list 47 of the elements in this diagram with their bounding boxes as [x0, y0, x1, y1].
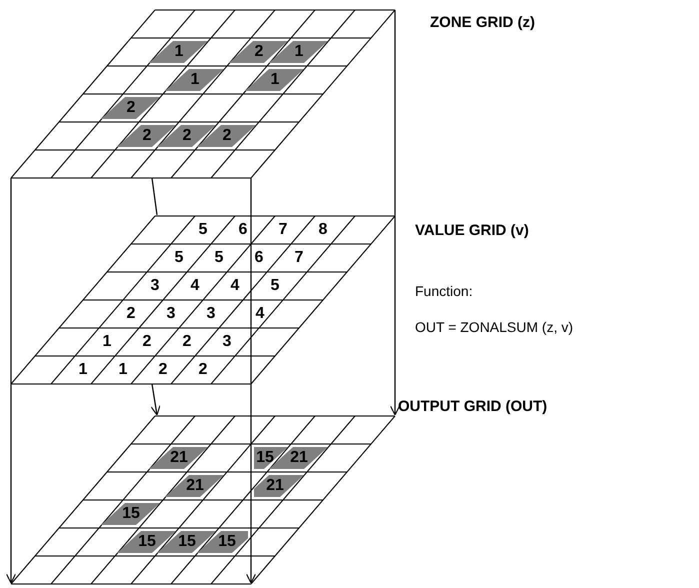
- grid-number: 6: [253, 249, 265, 267]
- grid-number: 5: [173, 249, 185, 267]
- projection-arrow: [150, 384, 161, 416]
- shaded-cell: 1: [269, 41, 328, 63]
- shaded-cell: 2: [197, 125, 256, 147]
- grid-number: 1: [77, 361, 89, 379]
- grid-number: 7: [277, 221, 289, 239]
- grid-title: VALUE GRID (v): [415, 222, 529, 240]
- grid-number: 5: [213, 249, 225, 267]
- grid-number: 6: [237, 221, 249, 239]
- projection-arrow: [6, 178, 16, 584]
- shaded-cell: 21: [165, 475, 224, 497]
- grid-number: 4: [189, 277, 201, 295]
- shaded-cell: 15: [101, 503, 160, 525]
- shaded-cell: 1: [245, 69, 304, 91]
- shaded-cell: 21: [254, 475, 304, 497]
- grid-number: 8: [317, 221, 329, 239]
- shaded-cell: 21: [149, 447, 208, 469]
- projection-arrow: [390, 10, 400, 416]
- grid-number: 3: [149, 277, 161, 295]
- grid-title: OUTPUT GRID (OUT): [398, 398, 548, 416]
- grid-number: 3: [221, 333, 233, 351]
- grid-number: 2: [181, 333, 193, 351]
- grid-number: 5: [269, 277, 281, 295]
- grid-number: 1: [117, 361, 129, 379]
- shaded-cell: 2: [101, 97, 160, 119]
- shaded-cell: 15: [197, 531, 248, 553]
- grid-number: 3: [165, 305, 177, 323]
- function-label: Function:: [415, 282, 473, 300]
- shaded-cell: 1: [149, 41, 208, 63]
- shaded-cell: 2: [157, 125, 216, 147]
- projection-arrow: [246, 178, 256, 584]
- shaded-cell: 2: [229, 41, 288, 63]
- grid-number: 2: [157, 361, 169, 379]
- shaded-cell: 1: [165, 69, 224, 91]
- grid-number: 4: [229, 277, 241, 295]
- grid-number: 1: [101, 333, 113, 351]
- grid-number: 7: [293, 249, 305, 267]
- grid-number: 4: [254, 305, 266, 323]
- function-formula: OUT = ZONALSUM (z, v): [415, 318, 574, 336]
- shaded-cell: 2: [117, 125, 176, 147]
- grid-number: 2: [197, 361, 209, 379]
- grid-number: 2: [141, 333, 153, 351]
- grid-number: 2: [125, 305, 137, 323]
- grid-number: 3: [205, 305, 217, 323]
- grid-title: ZONE GRID (z): [430, 14, 535, 32]
- grid-number: 5: [197, 221, 209, 239]
